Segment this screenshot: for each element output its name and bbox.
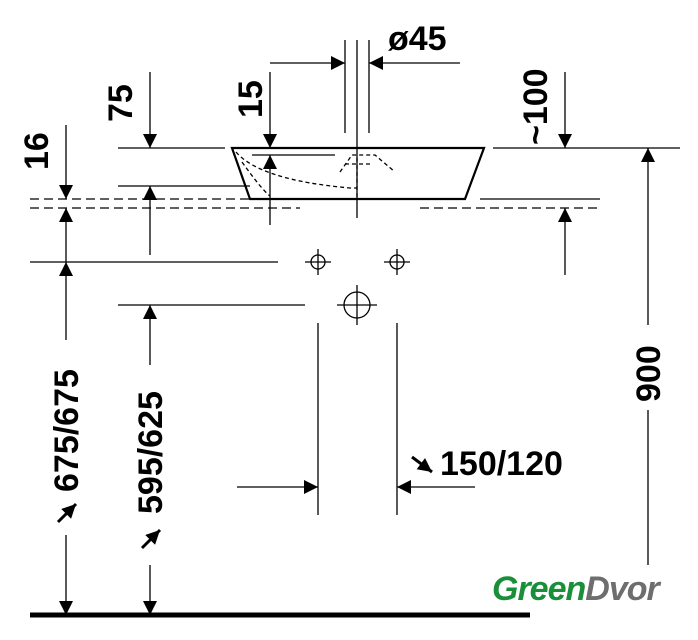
dim-inner-depth: 15 xyxy=(232,80,270,118)
dim-right-offset: ~100 xyxy=(517,68,555,145)
dim-tap-spacing: 150/120 xyxy=(440,445,563,483)
basin-hidden-lines xyxy=(235,151,396,199)
dim-total-height: 900 xyxy=(630,345,668,402)
greendvor-logo: GreenDvor xyxy=(492,570,660,609)
dim-basin-height: 75 xyxy=(102,84,140,122)
dim-drain-diameter: ø45 xyxy=(388,20,447,58)
tap-holes xyxy=(305,249,410,325)
logo-green: Green xyxy=(492,570,586,608)
basin-outline xyxy=(230,146,486,201)
dim-left-height: 675/675 xyxy=(48,369,86,492)
dim-overflow-offset: 16 xyxy=(18,132,56,170)
dim-inner-height: 595/625 xyxy=(132,391,170,514)
logo-dvor: Dvor xyxy=(585,570,659,608)
